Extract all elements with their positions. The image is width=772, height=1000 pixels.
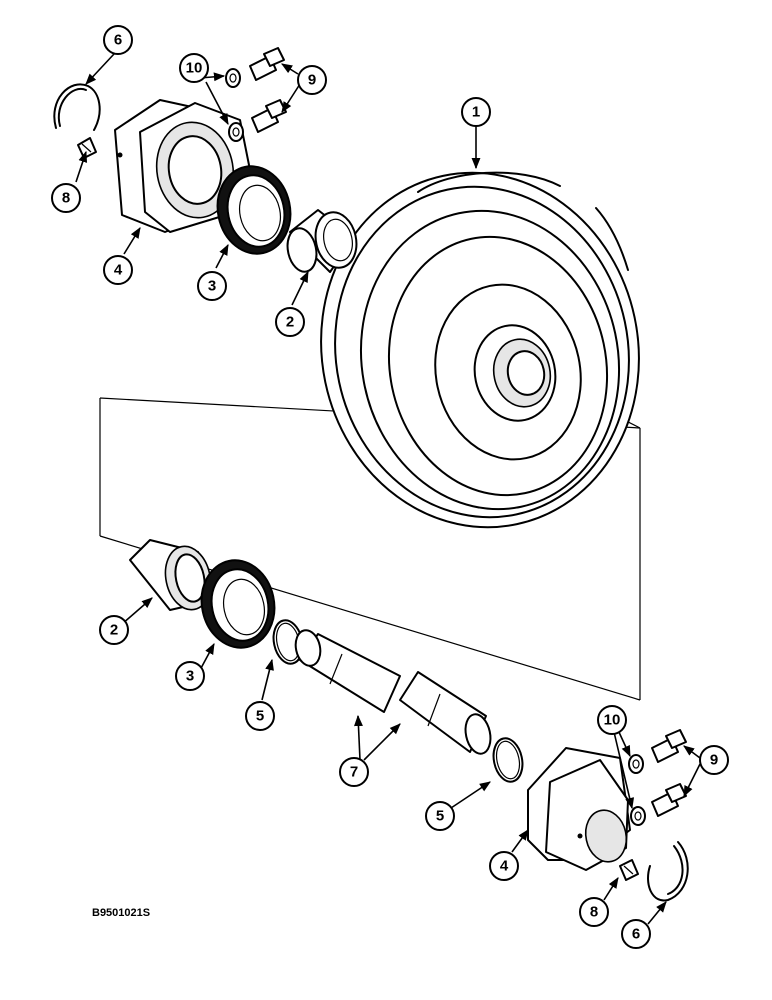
svg-text:10: 10 bbox=[186, 60, 203, 77]
svg-text:2: 2 bbox=[110, 622, 118, 639]
svg-text:3: 3 bbox=[208, 278, 216, 295]
svg-text:2: 2 bbox=[286, 314, 294, 331]
svg-text:9: 9 bbox=[710, 752, 718, 769]
svg-text:7: 7 bbox=[350, 764, 358, 781]
callout-1: 1 bbox=[461, 97, 491, 127]
lower-bushing bbox=[129, 539, 212, 611]
callout-4-upper: 4 bbox=[103, 255, 133, 285]
svg-text:6: 6 bbox=[114, 32, 122, 49]
svg-text:8: 8 bbox=[590, 904, 598, 921]
lower-seal bbox=[200, 559, 276, 649]
callout-8-lower: 8 bbox=[579, 897, 609, 927]
lower-snap-ring bbox=[647, 841, 689, 902]
leader-lines bbox=[75, 53, 701, 925]
lower-washers bbox=[628, 754, 646, 826]
lower-plug bbox=[619, 859, 639, 881]
svg-text:1: 1 bbox=[472, 104, 480, 121]
callout-3-upper: 3 bbox=[197, 271, 227, 301]
upper-bolts bbox=[249, 47, 287, 133]
upper-seal bbox=[216, 165, 292, 255]
callout-2-upper: 2 bbox=[275, 307, 305, 337]
callout-7: 7 bbox=[339, 757, 369, 787]
svg-text:4: 4 bbox=[114, 262, 123, 279]
svg-text:10: 10 bbox=[604, 712, 621, 729]
callout-2-lower: 2 bbox=[99, 615, 129, 645]
callouts: 1 2 2 3 3 4 4 5 5 6 6 7 8 8 9 9 10 10 bbox=[51, 25, 729, 949]
lower-o-ring-right bbox=[492, 737, 524, 783]
callout-3-lower: 3 bbox=[175, 661, 205, 691]
callout-5-left: 5 bbox=[245, 701, 275, 731]
shaft bbox=[294, 629, 492, 755]
svg-text:5: 5 bbox=[256, 708, 264, 725]
lower-housing bbox=[527, 747, 631, 871]
upper-plug bbox=[77, 137, 97, 159]
upper-bushing bbox=[286, 209, 358, 273]
svg-text:4: 4 bbox=[500, 858, 509, 875]
upper-snap-ring bbox=[53, 83, 101, 131]
svg-text:8: 8 bbox=[62, 190, 70, 207]
callout-8-upper: 8 bbox=[51, 183, 81, 213]
callout-10-upper: 10 bbox=[179, 53, 209, 83]
figure-reference-code: B9501021S bbox=[92, 907, 150, 919]
callout-9-upper: 9 bbox=[297, 65, 327, 95]
svg-text:9: 9 bbox=[308, 72, 316, 89]
callout-9-lower: 9 bbox=[699, 745, 729, 775]
lower-bolts bbox=[651, 729, 687, 817]
callout-5-right: 5 bbox=[425, 801, 455, 831]
callout-6-upper: 6 bbox=[103, 25, 133, 55]
svg-text:3: 3 bbox=[186, 668, 194, 685]
callout-4-lower: 4 bbox=[489, 851, 519, 881]
svg-text:6: 6 bbox=[632, 926, 640, 943]
callout-10-lower: 10 bbox=[597, 705, 627, 735]
callout-6-lower: 6 bbox=[621, 919, 651, 949]
upper-washers bbox=[225, 68, 244, 142]
idler-wheel bbox=[320, 171, 640, 529]
svg-text:5: 5 bbox=[436, 808, 444, 825]
